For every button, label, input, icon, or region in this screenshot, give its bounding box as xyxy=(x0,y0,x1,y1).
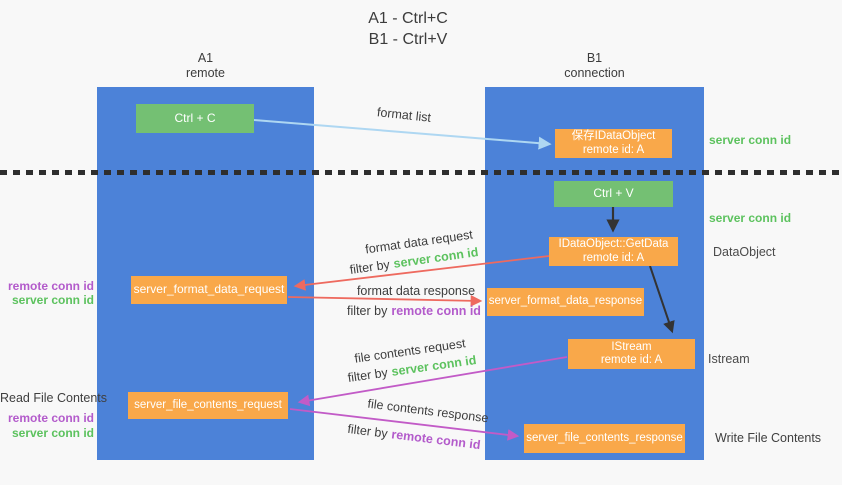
lane-a1-role: remote xyxy=(186,66,225,80)
write-file-contents-label: Write File Contents xyxy=(715,431,822,445)
lane-a1-name: A1 xyxy=(197,51,214,65)
save-idataobject-line2: remote id: A xyxy=(582,143,645,156)
file-contents-response-label: file contents response xyxy=(366,396,490,426)
diagram-title: A1 - Ctrl+C B1 - Ctrl+V xyxy=(0,8,816,50)
getdata-line2: remote id: A xyxy=(582,251,645,264)
title-line-a1: A1 - Ctrl+C xyxy=(368,10,448,27)
istream-box: IStream remote id: A xyxy=(568,339,695,369)
filter-by-text: filter by xyxy=(346,365,389,385)
server-conn-id-label-top-right: server conn id xyxy=(709,133,792,147)
server-file-contents-response-box: server_file_contents_response xyxy=(524,424,685,453)
filter-by-text: filter by xyxy=(348,257,391,277)
idataobject-getdata-box: IDataObject::GetData remote id: A xyxy=(549,237,678,266)
filter-by-text: filter by xyxy=(346,421,389,441)
save-idataobject-line1: 保存IDataObject xyxy=(571,130,656,142)
remote-conn-id-text: remote conn id xyxy=(390,427,482,453)
getdata-line1: IDataObject::GetData xyxy=(558,238,669,250)
ctrl-c-label: Ctrl + C xyxy=(174,110,216,125)
server-conn-id-label-left-2: server conn id xyxy=(11,426,94,440)
save-idataobject-box: 保存IDataObject remote id: A xyxy=(555,129,672,158)
lane-b1-name: B1 xyxy=(586,51,603,65)
ctrl-v-box: Ctrl + V xyxy=(554,181,673,207)
filter-by-text: filter by xyxy=(347,304,388,318)
file-response-label: server_file_contents_response xyxy=(526,431,683,444)
server-conn-id-label-mid-right: server conn id xyxy=(709,211,792,225)
ctrl-v-label: Ctrl + V xyxy=(593,186,634,201)
server-conn-id-label-left-1: server conn id xyxy=(11,293,94,307)
remote-conn-id-text: remote conn id xyxy=(391,304,481,318)
server-format-data-response-box: server_format_data_response xyxy=(487,288,644,316)
lane-header-b1: B1 connection xyxy=(485,51,704,81)
format-request-label: server_format_data_request xyxy=(133,282,285,297)
lane-header-a1: A1 remote xyxy=(97,51,314,81)
file-request-label: server_file_contents_request xyxy=(134,398,282,411)
ctrl-c-box: Ctrl + C xyxy=(136,104,254,133)
title-line-b1: B1 - Ctrl+V xyxy=(368,31,448,48)
istream-side-label: Istream xyxy=(708,352,750,366)
remote-conn-id-label-left-2: remote conn id xyxy=(7,411,94,425)
format-list-label: format list xyxy=(376,105,432,125)
server-format-data-request-box: server_format_data_request xyxy=(131,276,287,304)
read-file-contents-label: Read File Contents xyxy=(0,391,108,405)
istream-line1: IStream xyxy=(611,340,652,353)
remote-conn-id-label-left-1: remote conn id xyxy=(7,279,94,293)
istream-line2: remote id: A xyxy=(600,354,663,366)
server-file-contents-request-box: server_file_contents_request xyxy=(128,392,288,419)
lane-b1-role: connection xyxy=(564,66,625,80)
dataobject-label: DataObject xyxy=(713,245,776,259)
format-data-response-label: format data response xyxy=(356,284,476,298)
format-response-label: server_format_data_response xyxy=(488,295,643,308)
